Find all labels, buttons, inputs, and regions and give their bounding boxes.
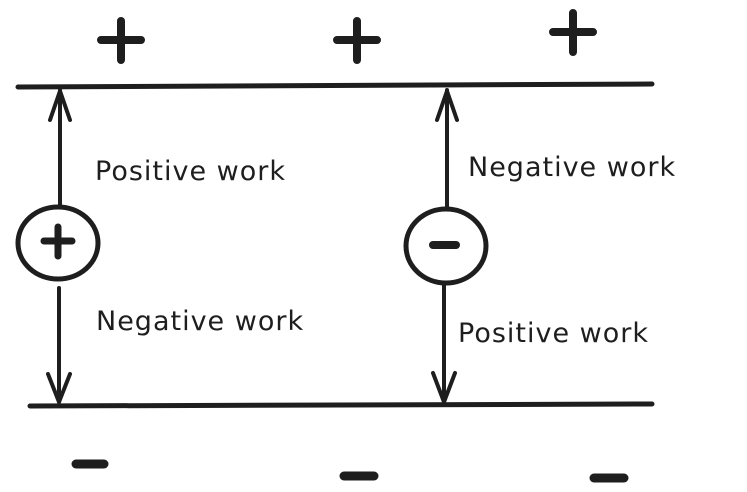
positive-charge-up-label: Positive work — [95, 156, 286, 187]
positive-charge-group: Positive work Negative work — [15, 88, 304, 404]
plus-sign-icon — [333, 17, 381, 64]
plus-sign-icon — [549, 9, 597, 56]
positive-charge-down-label: Negative work — [96, 306, 304, 337]
up-arrow-head-icon — [435, 89, 459, 122]
negative-charge-up-label: Negative work — [468, 152, 676, 183]
down-arrow-head-icon — [46, 372, 72, 404]
down-arrow-head-icon — [431, 371, 457, 404]
negative-charge-down-label: Positive work — [458, 318, 649, 349]
plus-sign-icon — [97, 17, 145, 64]
bottom-plate — [27, 401, 655, 409]
top-plate-signs — [97, 9, 597, 64]
bottom-plate-signs — [71, 459, 629, 483]
negative-charge-group: Negative work Positive work — [403, 88, 676, 404]
top-plate — [15, 81, 655, 90]
up-arrow-head-icon — [48, 89, 72, 122]
plus-sign-icon — [40, 223, 76, 260]
positive-charge-circle — [15, 204, 101, 282]
negative-charge-circle — [403, 206, 489, 286]
